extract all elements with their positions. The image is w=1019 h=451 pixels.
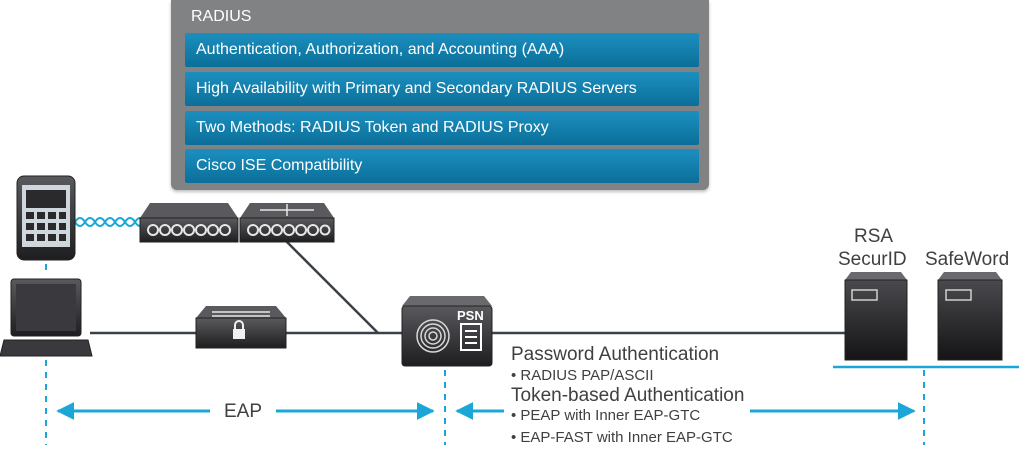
radius-item-aaa: Authentication, Authorization, and Accou… — [185, 33, 699, 67]
password-auth-title: Password Authentication — [511, 344, 720, 365]
password-auth-item: • RADIUS PAP/ASCII — [511, 367, 654, 384]
rsa-securid-server-icon — [844, 272, 908, 361]
tablet-icon — [16, 175, 76, 261]
link-wlc-psn — [284, 239, 379, 334]
token-auth-item-eap-fast: • EAP-FAST with Inner EAP-GTC — [511, 429, 733, 446]
document-icon — [460, 323, 482, 351]
safeword-label: SafeWord — [925, 249, 1010, 270]
radius-item-two-methods: Two Methods: RADIUS Token and RADIUS Pro… — [185, 111, 699, 145]
access-point-icon — [139, 203, 239, 243]
firewall-icon — [195, 306, 287, 349]
psn-label: PSN — [457, 308, 484, 323]
fingerprint-icon — [416, 319, 450, 353]
radius-item-high-availability: High Availability with Primary and Secon… — [185, 72, 699, 106]
switch-icon — [239, 203, 335, 243]
token-auth-item-peap: • PEAP with Inner EAP-GTC — [511, 407, 701, 424]
radius-item-cisco-ise: Cisco ISE Compatibility — [185, 149, 699, 183]
rsa-label-line1: RSA — [854, 226, 894, 247]
wireless-signal — [74, 217, 146, 227]
eap-label: EAP — [224, 401, 263, 422]
safeword-server-icon — [937, 272, 1003, 361]
connection-lines — [90, 239, 845, 335]
radius-panel: RADIUS Authentication, Authorization, an… — [171, 0, 709, 190]
radius-panel-title: RADIUS — [191, 8, 252, 25]
rsa-label-line2: SecurID — [838, 249, 907, 270]
dashed-markers — [45, 264, 925, 445]
laptop-icon — [0, 278, 93, 357]
psn-server-icon — [401, 296, 493, 367]
token-auth-title: Token-based Authentication — [511, 385, 745, 406]
